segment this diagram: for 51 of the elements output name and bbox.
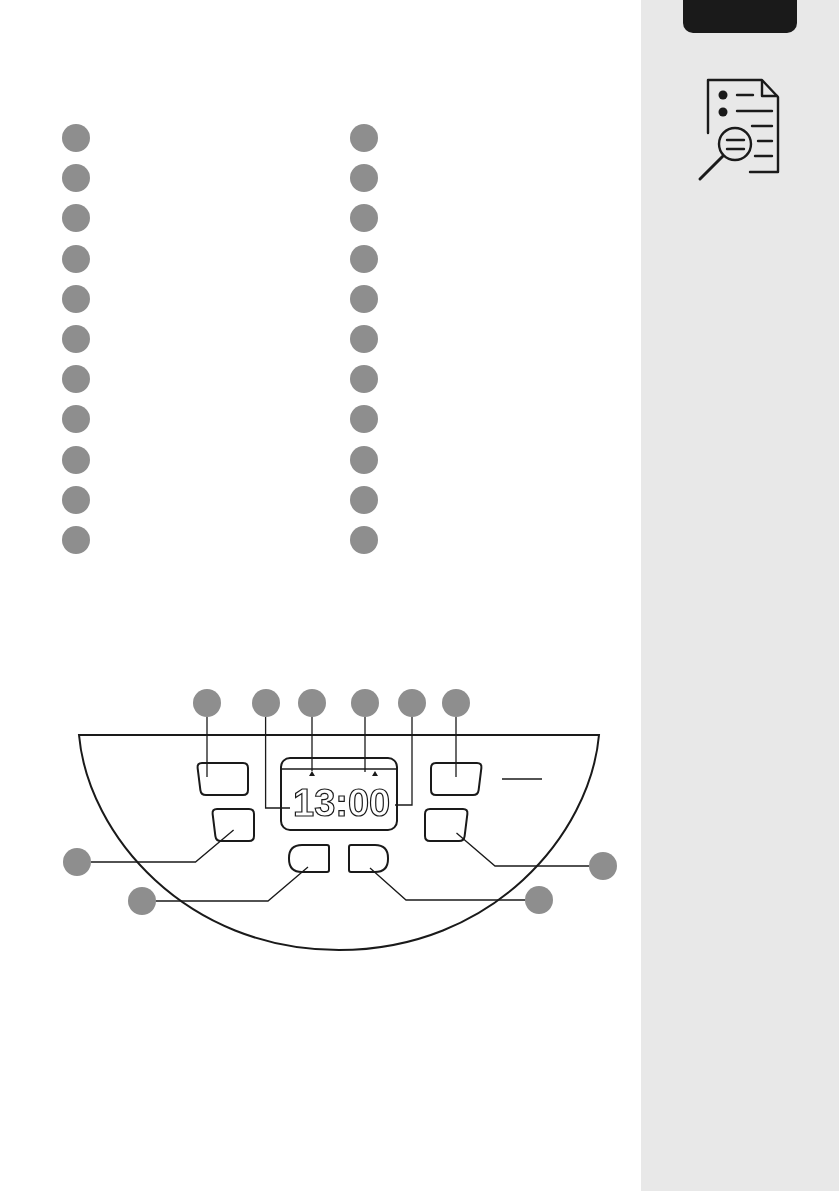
leader-line bbox=[206, 716, 208, 778]
callout-marker-icon bbox=[193, 689, 221, 717]
callout-marker-icon bbox=[350, 526, 378, 554]
triangle-icon bbox=[309, 771, 315, 776]
callout-marker-icon bbox=[589, 852, 617, 880]
callout-marker-icon bbox=[350, 244, 378, 273]
leader-line bbox=[364, 716, 366, 773]
callout-marker-icon bbox=[62, 526, 90, 554]
leader-line bbox=[369, 867, 526, 901]
callout-marker-icon bbox=[525, 886, 553, 914]
callout-marker-icon bbox=[62, 445, 90, 474]
callout-marker-icon bbox=[350, 164, 378, 193]
control-button bbox=[196, 762, 249, 796]
callout-marker-icon bbox=[62, 204, 90, 233]
callout-marker-icon bbox=[62, 284, 90, 313]
callout-marker-icon bbox=[62, 405, 90, 434]
callout-marker-icon bbox=[62, 124, 90, 152]
control-button bbox=[211, 808, 255, 842]
leader-line bbox=[154, 866, 309, 902]
callout-marker-icon bbox=[251, 689, 280, 717]
leader-line bbox=[264, 716, 291, 809]
callout-marker-icon bbox=[62, 485, 90, 514]
callout-marker-icon bbox=[62, 365, 90, 394]
callout-marker-icon bbox=[350, 405, 378, 434]
callout-marker-icon bbox=[63, 848, 91, 876]
callout-marker-icon bbox=[350, 445, 378, 474]
callout-marker-icon bbox=[127, 887, 156, 915]
callout-marker-icon bbox=[350, 325, 378, 353]
callout-marker-icon bbox=[350, 204, 378, 233]
control-button bbox=[430, 762, 483, 796]
callout-marker-icon bbox=[350, 365, 378, 394]
callout-marker-icon bbox=[62, 164, 90, 193]
display-readout: 13:00 bbox=[293, 784, 391, 822]
leader-line bbox=[394, 716, 413, 806]
leader-line bbox=[90, 829, 235, 863]
callout-marker-icon bbox=[350, 124, 378, 152]
callout-marker-icon bbox=[351, 689, 379, 717]
callout-marker-icon bbox=[350, 284, 378, 313]
callout-marker-icon bbox=[62, 244, 90, 273]
callout-marker-icon bbox=[442, 689, 470, 717]
callout-marker-icon bbox=[398, 689, 426, 717]
lcd-display bbox=[280, 757, 398, 831]
leader-line bbox=[455, 832, 590, 867]
control-button bbox=[424, 808, 469, 842]
callout-marker-icon bbox=[62, 325, 90, 353]
leader-line bbox=[311, 716, 313, 772]
callout-marker-icon bbox=[350, 485, 378, 514]
control-button bbox=[288, 844, 330, 873]
leader-line bbox=[455, 716, 457, 778]
callout-marker-icon bbox=[298, 689, 326, 717]
control-button bbox=[348, 844, 389, 873]
